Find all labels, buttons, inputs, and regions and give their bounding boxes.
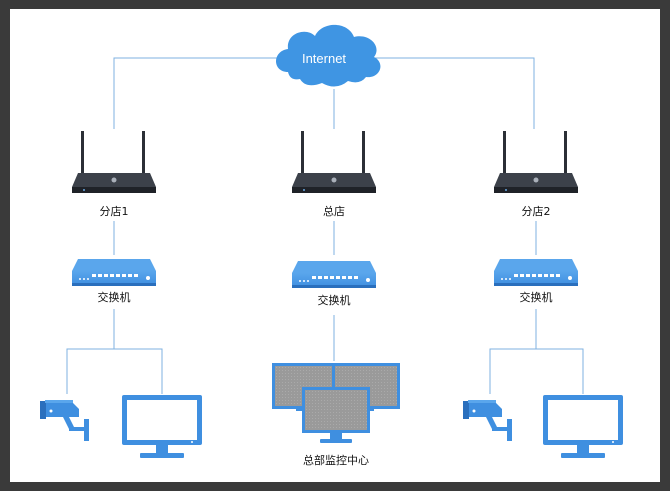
link-cloud-branch2	[372, 57, 535, 129]
network-diagram: Internet 分店1 总店 分店2 交换机 交换机 交换机 总	[10, 9, 660, 482]
link-cloud-branch1	[113, 57, 285, 129]
video-wall-icon	[272, 363, 400, 443]
monitor-icon-branch2	[543, 395, 623, 458]
camera-icon-branch1	[40, 400, 89, 441]
cloud-icon: Internet	[276, 24, 381, 87]
diagram-canvas: Internet	[40, 24, 623, 458]
switch-label-branch2: 交换机	[519, 291, 553, 304]
camera-icon-branch2	[463, 400, 512, 441]
connection-lines	[66, 57, 584, 394]
switch-icon-branch1	[72, 259, 156, 286]
switch-icon-branch2	[494, 259, 578, 286]
monitoring-center-label: 总部监控中心	[303, 454, 369, 467]
router-icon-branch2	[494, 131, 578, 193]
router-icon-hq	[292, 131, 376, 193]
monitor-icon-branch1	[122, 395, 202, 458]
link-switch2-camera2	[489, 309, 537, 394]
router-label-branch1: 分店1	[99, 205, 129, 218]
switch-label-hq: 交换机	[317, 294, 351, 307]
router-icon-branch1	[72, 131, 156, 193]
router-label-branch2: 分店2	[521, 205, 551, 218]
switch-label-branch1: 交换机	[97, 291, 131, 304]
router-label-hq: 总店	[323, 205, 345, 218]
link-switch1-monitor1	[114, 348, 163, 394]
switch-icon-hq	[292, 261, 376, 288]
cloud-label: Internet	[302, 51, 346, 66]
link-switch1-camera1	[66, 309, 115, 394]
link-switch2-monitor2	[536, 348, 584, 394]
